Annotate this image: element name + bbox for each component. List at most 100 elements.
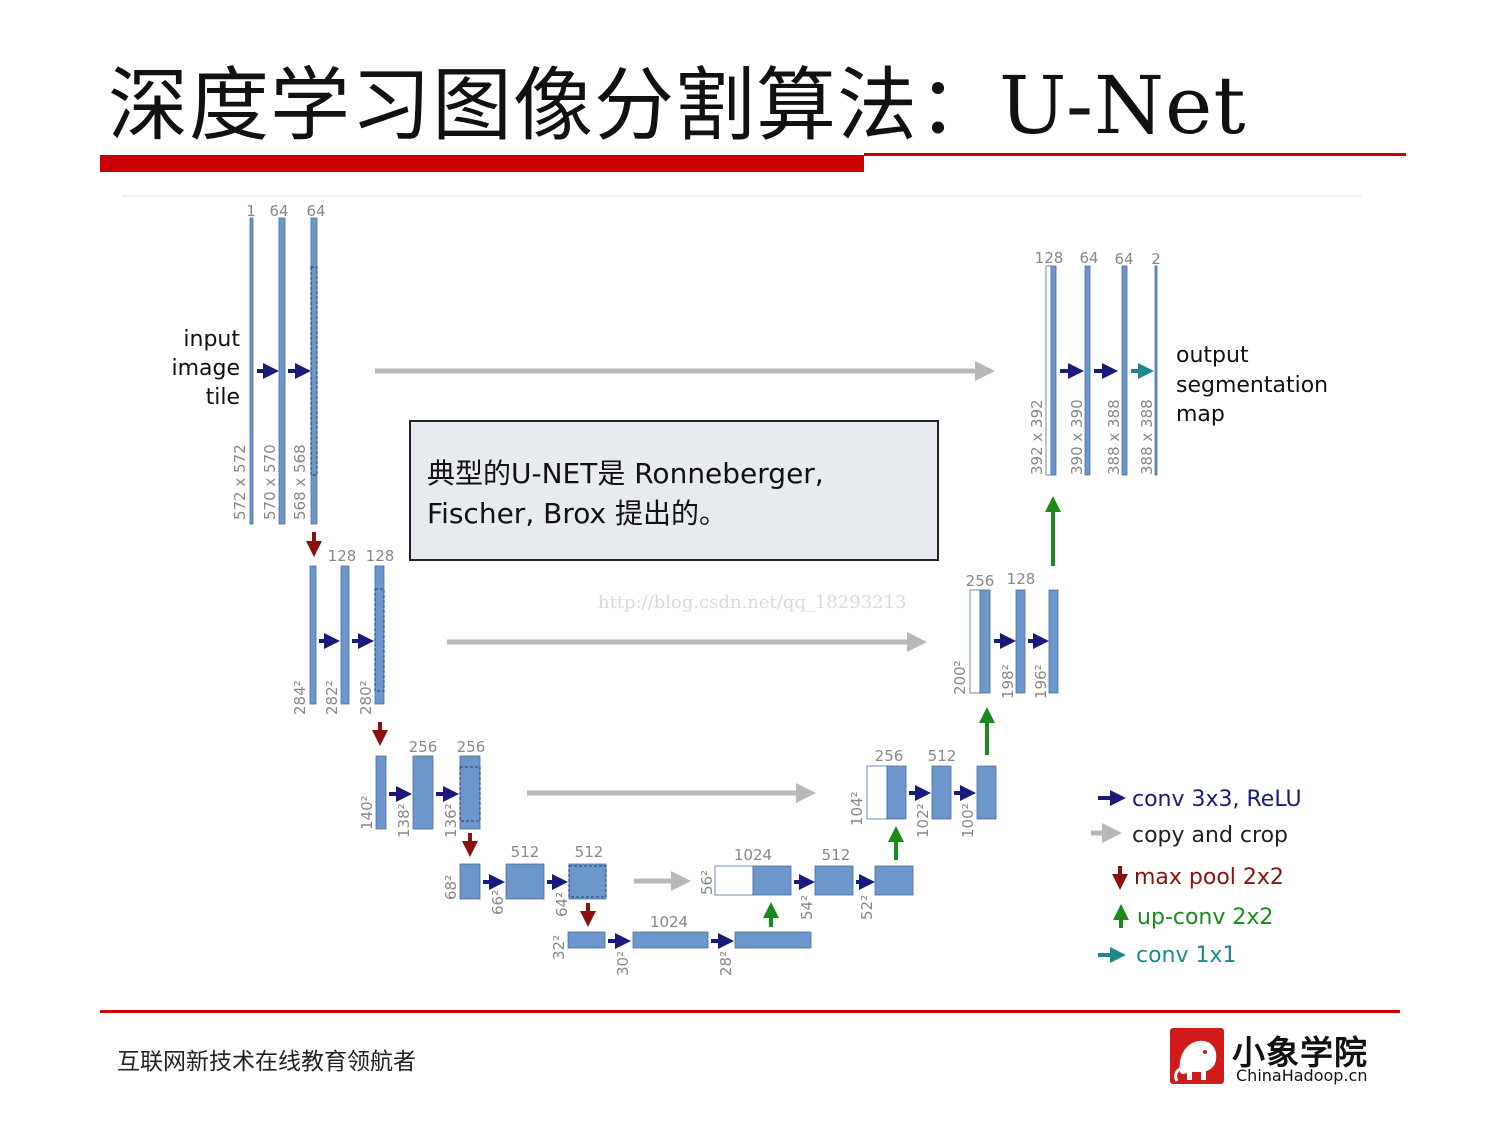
feature-map-512c: [567, 931, 606, 949]
channel-label: 1024: [734, 846, 772, 864]
feature-map-128b: [374, 565, 385, 705]
size-label: 280²: [357, 680, 375, 715]
feature-map-256d: [931, 765, 952, 820]
input-label-line2: image: [171, 356, 240, 381]
output-label-line1: output: [1176, 343, 1249, 368]
title-underline-thick: [100, 155, 864, 172]
legend: conv 3x3, ReLU copy and crop max pool 2x…: [1091, 787, 1302, 968]
size-label: 64²: [553, 892, 571, 917]
feature-map-512b: [568, 863, 607, 900]
channel-label: 64: [1079, 249, 1098, 267]
channel-label: 128: [1035, 249, 1064, 267]
size-label: 32²: [550, 935, 568, 960]
copied-feature-map-64: [1045, 265, 1052, 476]
feature-map-256a: [412, 755, 434, 830]
size-label: 30²: [614, 951, 632, 976]
channel-label: 1024: [650, 913, 688, 931]
copied-feature-map-512: [714, 865, 754, 896]
size-label: 568 x 568: [291, 444, 309, 520]
logo: 小象学院 ChinaHadoop.cn: [1170, 1028, 1390, 1088]
size-label: 390 x 390: [1068, 399, 1086, 475]
size-label: 392 x 392: [1028, 399, 1046, 475]
feature-map-128d: [1015, 589, 1026, 694]
channel-label: 256: [966, 572, 995, 590]
size-label: 136²: [442, 803, 460, 838]
callout-box: 典型的U-NET是 Ronneberger, Fischer, Brox 提出的…: [409, 420, 939, 561]
size-label: 388 x 388: [1105, 399, 1123, 475]
channel-label: 128: [1007, 570, 1036, 588]
legend-upconv-label: up-conv 2x2: [1137, 905, 1273, 930]
channel-label: 256: [409, 738, 438, 756]
footer-slogan: 互联网新技术在线教育领航者: [117, 1049, 416, 1075]
feature-map-128a: [340, 565, 350, 705]
channel-label: 128: [328, 547, 357, 565]
size-label: 54²: [798, 895, 816, 920]
feature-map-512a: [505, 863, 545, 900]
feature-map-1: [249, 217, 254, 525]
size-label: 572 x 572: [231, 444, 249, 520]
channel-label: 64: [1114, 250, 1133, 268]
size-label: 138²: [395, 803, 413, 838]
upsampled-feature-map-512: [752, 865, 792, 896]
output-feature-map-2: [1154, 265, 1158, 476]
feature-map-128c: [375, 755, 387, 830]
upsampled-feature-map-64: [1050, 265, 1057, 476]
logo-text-cn: 小象学院: [1232, 1033, 1368, 1072]
watermark-text: http://blog.csdn.net/qq_18293213: [598, 592, 907, 613]
copied-feature-map-128: [969, 589, 981, 694]
size-label: 28²: [717, 951, 735, 976]
legend-conv-label: conv 3x3, ReLU: [1132, 787, 1302, 812]
channel-label: 64: [306, 202, 325, 220]
crop-region-level2: [374, 588, 385, 692]
channel-label: 2: [1151, 250, 1161, 268]
size-label: 284²: [291, 680, 309, 715]
channel-label: 256: [457, 738, 486, 756]
feature-map-64e: [1121, 265, 1128, 476]
page-title: 深度学习图像分割算法：U-Net: [108, 59, 1247, 152]
feature-map-128e: [1048, 589, 1059, 694]
callout-text: 典型的U-NET是 Ronneberger, Fischer, Brox 提出的…: [427, 457, 824, 530]
output-label-line3: map: [1176, 402, 1225, 427]
channel-label: 1: [246, 202, 256, 220]
size-label: 198²: [999, 664, 1017, 699]
size-label: 282²: [323, 680, 341, 715]
size-label: 100²: [959, 803, 977, 838]
upsampled-feature-map-128: [979, 589, 991, 694]
output-label-line2: segmentation: [1176, 373, 1328, 398]
size-label: 196²: [1032, 664, 1050, 699]
input-label-line3: tile: [206, 385, 240, 410]
title-underline-thin: [864, 153, 1406, 156]
feature-map-64c: [309, 565, 317, 705]
channel-label: 512: [511, 843, 540, 861]
channel-label: 512: [822, 846, 851, 864]
channel-label: 256: [875, 747, 904, 765]
size-label: 52²: [858, 895, 876, 920]
size-label: 102²: [914, 803, 932, 838]
size-label: 66²: [489, 890, 507, 915]
crop-region-level3: [459, 766, 481, 822]
size-label: 140²: [358, 795, 376, 830]
crop-region-level1: [310, 266, 318, 476]
channel-label: 64: [269, 202, 288, 220]
channel-label: 512: [575, 843, 604, 861]
channel-label: 512: [928, 747, 957, 765]
copied-feature-map-256: [866, 765, 888, 820]
elephant-logo-icon: [1170, 1028, 1224, 1084]
size-label: 56²: [698, 870, 716, 895]
size-label: 200²: [951, 660, 969, 695]
feature-map-1024b: [734, 931, 812, 949]
size-label: 388 x 388: [1138, 399, 1156, 475]
size-label: 68²: [442, 875, 460, 900]
footer-divider: [100, 1010, 1400, 1013]
legend-conv1x1-label: conv 1x1: [1136, 943, 1237, 968]
feature-map-256e: [976, 765, 997, 820]
upsampled-feature-map-256: [886, 765, 907, 820]
size-label: 104²: [848, 791, 866, 826]
channel-label: 128: [366, 547, 395, 565]
feature-map-512d: [814, 865, 854, 896]
logo-text-en: ChinaHadoop.cn: [1236, 1066, 1368, 1085]
size-label: 570 x 570: [261, 444, 279, 520]
feature-map-256c: [459, 863, 481, 900]
feature-map-1024a: [632, 931, 709, 949]
unet-architecture-diagram: 1 64 64 572 x 572 570 x 570 568 x 568 in…: [122, 195, 1362, 976]
